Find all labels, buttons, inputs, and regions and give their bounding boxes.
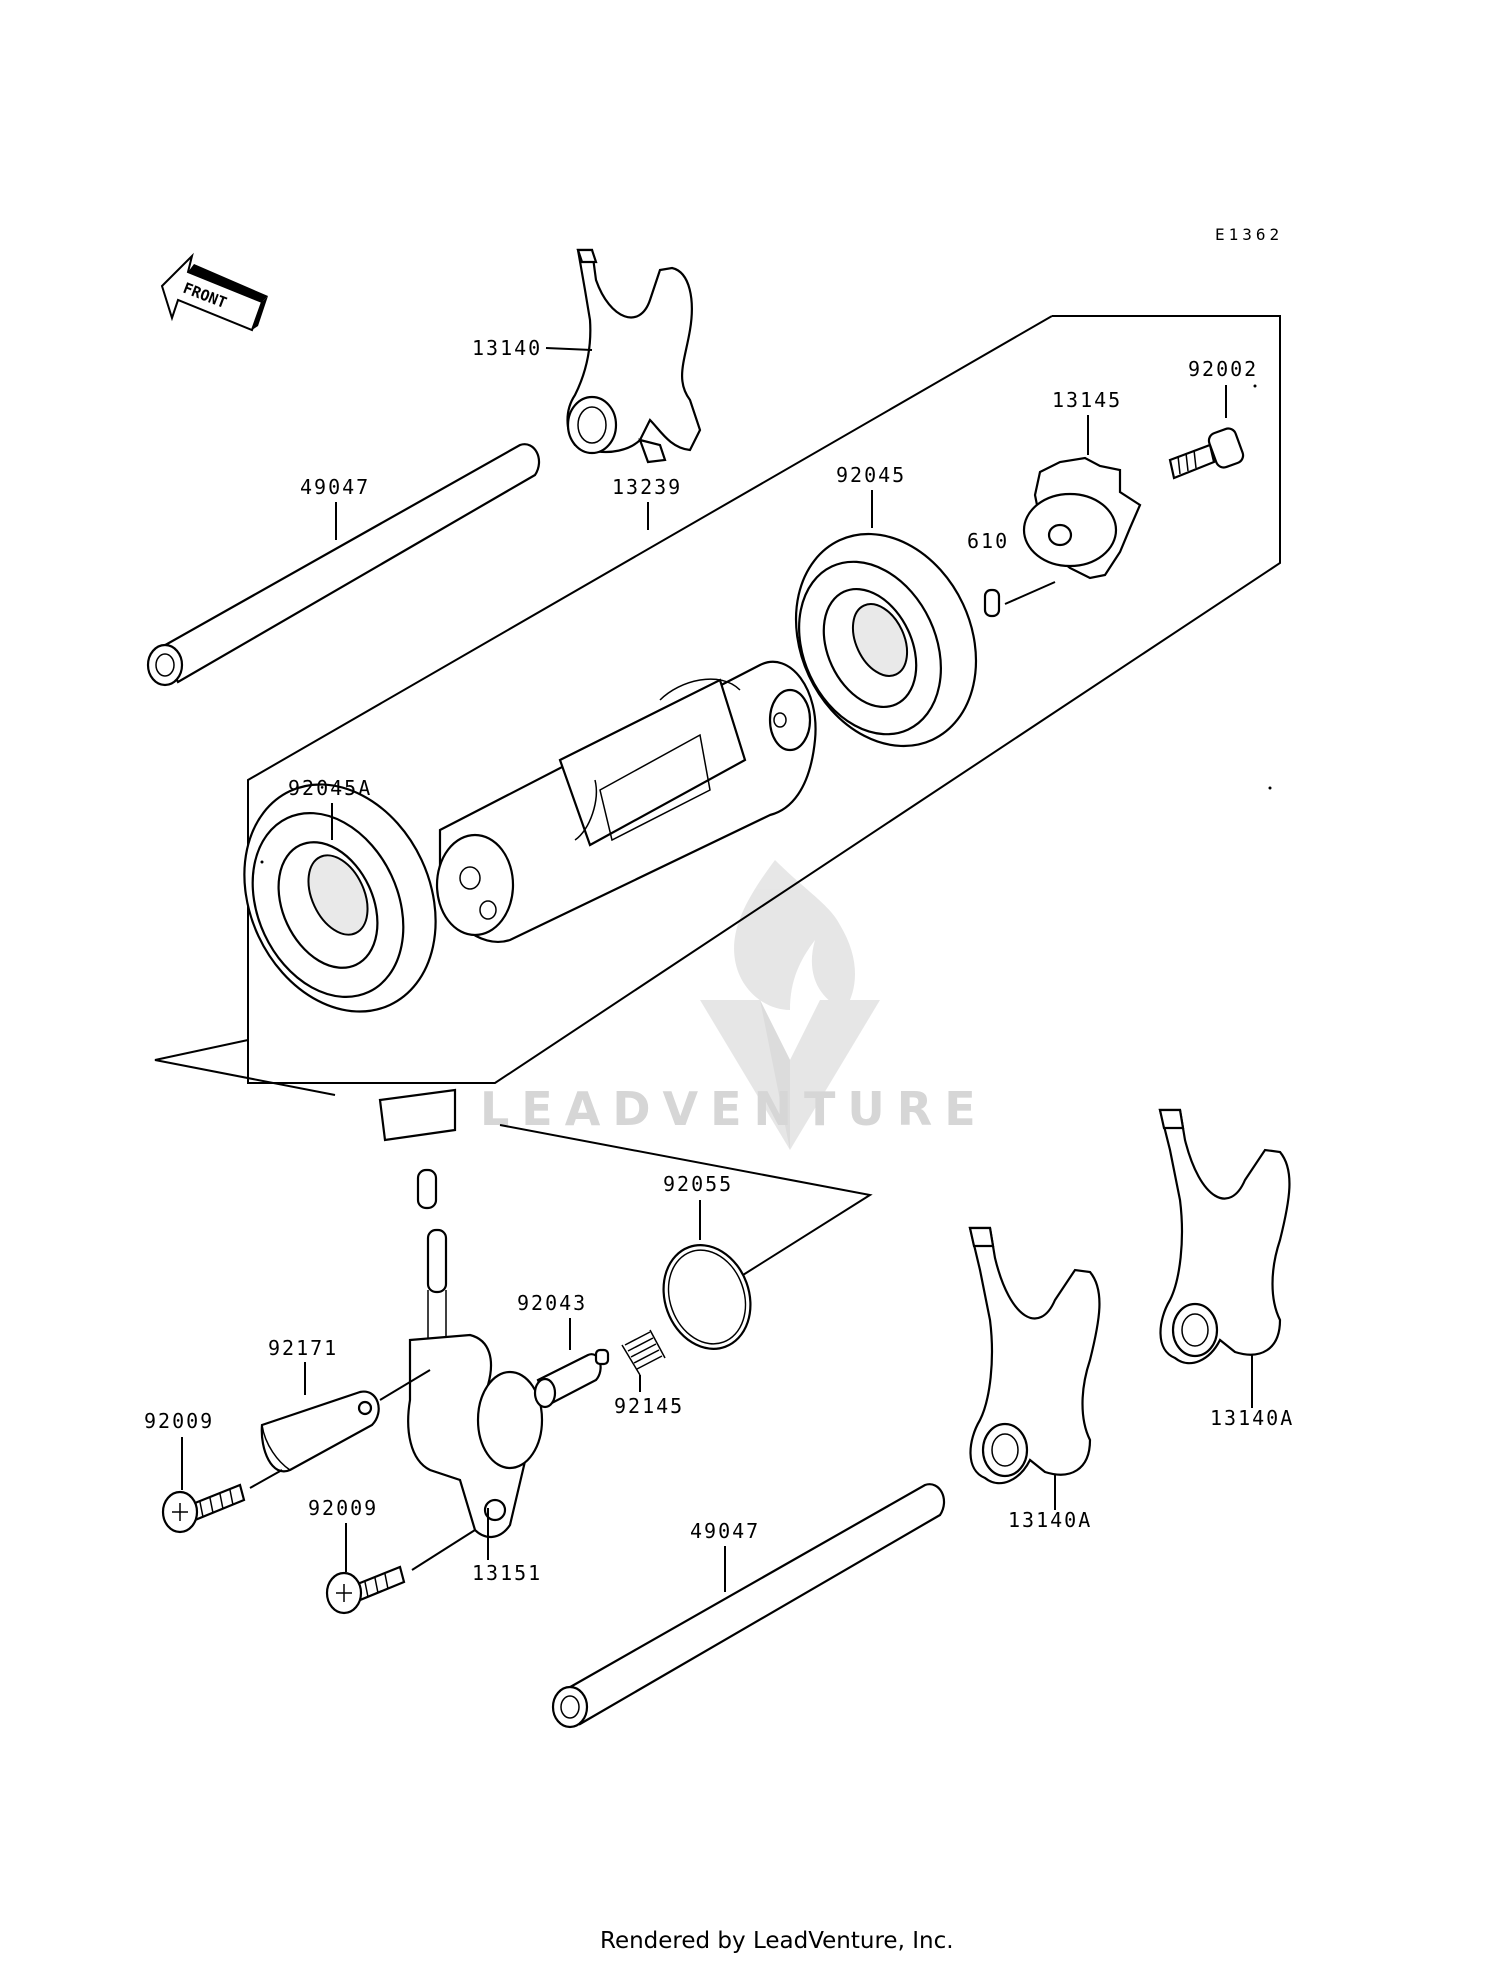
watermark-text: LEADVENTURE — [480, 1082, 988, 1136]
part-label-92043[interactable]: 92043 — [517, 1291, 587, 1315]
part-label-13151[interactable]: 13151 — [472, 1561, 542, 1585]
spring-92145[interactable] — [621, 1329, 666, 1376]
leader-group-to-switch — [154, 1039, 336, 1096]
part-label-92002[interactable]: 92002 — [1188, 357, 1258, 381]
stray-dot — [1253, 384, 1257, 388]
leader-92171-to-switch — [379, 1369, 431, 1401]
flame-watermark-icon — [734, 860, 856, 1010]
bearing-92045[interactable] — [762, 504, 1009, 775]
screw-92009-a[interactable] — [161, 1483, 246, 1534]
stray-dot — [1268, 786, 1272, 790]
shift-drum[interactable] — [435, 660, 817, 943]
shaft-49047-top[interactable] — [146, 443, 541, 687]
bearing-92045A[interactable] — [209, 753, 472, 1043]
part-label-49047-top[interactable]: 49047 — [300, 475, 370, 499]
part-label-92171[interactable]: 92171 — [268, 1336, 338, 1360]
leader-92009-a-to-clamp — [249, 1469, 283, 1489]
leader-92009-b-to-switch — [411, 1529, 476, 1571]
part-label-92009-b[interactable]: 92009 — [308, 1496, 378, 1520]
part-label-92045[interactable]: 92045 — [836, 463, 906, 487]
screw-92009-b[interactable] — [325, 1565, 406, 1615]
pin-holder-13145[interactable] — [1022, 456, 1142, 580]
diagram-code: E1362 — [1215, 225, 1283, 244]
shift-fork-13140A-right[interactable] — [1158, 1108, 1291, 1365]
part-label-92055[interactable]: 92055 — [663, 1172, 733, 1196]
clamp-92171[interactable] — [260, 1390, 380, 1473]
footer-credit: Rendered by LeadVenture, Inc. — [600, 1928, 954, 1954]
shaft-49047-bottom[interactable] — [551, 1483, 946, 1729]
part-label-13140A-right[interactable]: 13140A — [1210, 1406, 1294, 1430]
switch-13151[interactable] — [378, 1088, 544, 1538]
part-label-13145[interactable]: 13145 — [1052, 388, 1122, 412]
part-label-13140[interactable]: 13140 — [472, 336, 542, 360]
part-label-610[interactable]: 610 — [967, 529, 1009, 553]
leader-13140 — [545, 347, 593, 351]
stray-dot — [260, 860, 264, 864]
pin-610[interactable] — [983, 588, 1001, 618]
part-label-13239[interactable]: 13239 — [612, 475, 682, 499]
watermark-logo — [700, 860, 880, 1150]
part-label-92009-a[interactable]: 92009 — [144, 1409, 214, 1433]
part-label-92145[interactable]: 92145 — [614, 1394, 684, 1418]
shift-fork-13140A-left[interactable] — [968, 1226, 1101, 1485]
part-label-49047-bottom[interactable]: 49047 — [690, 1519, 760, 1543]
part-label-92045A[interactable]: 92045A — [288, 776, 372, 800]
pin-92043[interactable] — [533, 1348, 610, 1409]
bolt-92002[interactable] — [1168, 426, 1245, 480]
part-label-13140A-left[interactable]: 13140A — [1008, 1508, 1092, 1532]
shift-fork-top[interactable] — [566, 248, 702, 464]
leader-group-to-oring — [499, 1124, 873, 1281]
o-ring-92055[interactable] — [649, 1233, 764, 1361]
front-arrow-icon: FRONT — [160, 252, 268, 332]
leader-610 — [1004, 581, 1056, 605]
drum-assembly-outline — [247, 315, 1281, 1084]
